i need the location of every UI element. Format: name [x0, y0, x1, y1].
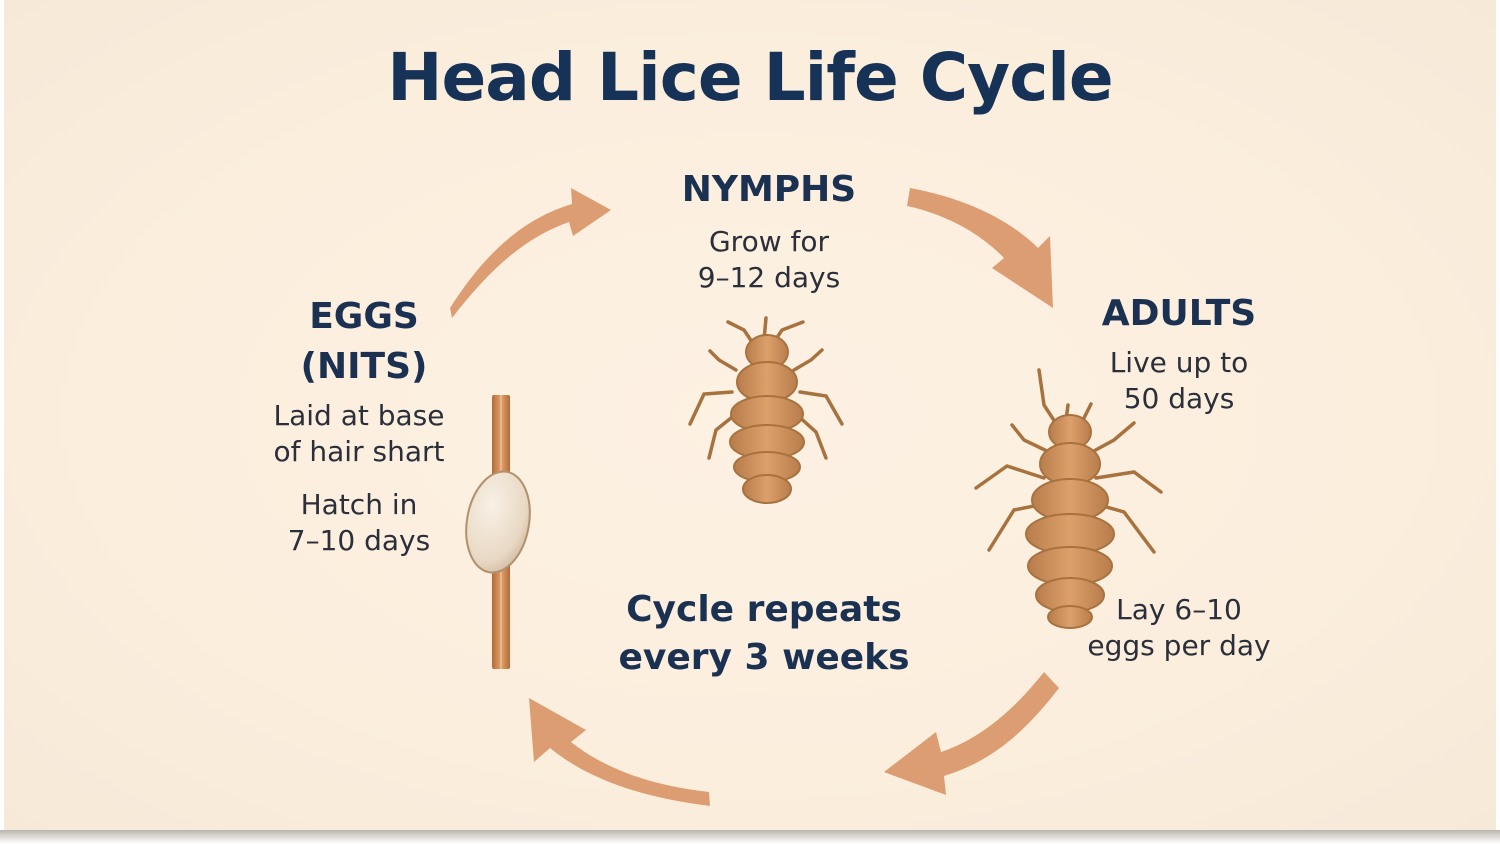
cycle-arrow-eggs-to-nymphs	[450, 188, 611, 318]
adults-lifespan-line: Live up to	[1109, 346, 1249, 379]
eggs-title-line: EGGS	[309, 296, 419, 337]
cycle-repeat-line: Cycle repeats	[626, 589, 902, 630]
nymphs-description-line: 9–12 days	[697, 261, 841, 295]
eggs-title: EGGS (NITS)	[214, 292, 514, 391]
adults-egg-laying-line: eggs per day	[1087, 628, 1271, 662]
adults-egg-laying: Lay 6–10 eggs per day	[1004, 592, 1354, 664]
adult-louse-body	[1025, 414, 1115, 629]
eggs-hatch-description: Hatch in 7–10 days	[209, 487, 509, 560]
eggs-laid-line: Laid at base	[273, 399, 445, 432]
eggs-hatch-line: Hatch in	[300, 488, 418, 521]
cycle-repeat-note: Cycle repeats every 3 weeks	[564, 586, 964, 681]
eggs-laid-line: of hair shart	[273, 434, 445, 468]
eggs-laid-description: Laid at base of hair shart	[209, 398, 509, 470]
diagram-graphics	[450, 188, 1163, 806]
nymphs-description-line: Grow for	[708, 225, 830, 258]
cycle-arrow-center-to-eggs	[529, 698, 710, 806]
adults-title: ADULTS	[1101, 293, 1257, 334]
adults-lifespan: Live up to 50 days	[1004, 345, 1354, 417]
cycle-arrow-adults-to-center	[884, 672, 1059, 795]
nymphs-description: Grow for 9–12 days	[569, 224, 969, 297]
diagram-title: Head Lice Life Cycle	[387, 39, 1113, 116]
bottom-edge-shadow	[0, 830, 1500, 844]
nymph-louse-icon	[688, 316, 844, 460]
cycle-repeat-line: every 3 weeks	[618, 636, 910, 678]
eggs-title-line: (NITS)	[300, 345, 428, 387]
nymph-louse-body	[729, 334, 805, 504]
nymphs-title: NYMPHS	[681, 169, 857, 210]
adults-lifespan-line: 50 days	[1123, 381, 1235, 415]
eggs-hatch-line: 7–10 days	[287, 524, 431, 558]
nit-egg-icon	[465, 470, 531, 574]
cycle-arrow-nymphs-to-adults	[907, 188, 1053, 308]
adults-egg-laying-line: Lay 6–10	[1116, 593, 1242, 626]
diagram-canvas: Head Lice Life Cycle NYMPHS Grow for 9–1…	[4, 0, 1496, 832]
